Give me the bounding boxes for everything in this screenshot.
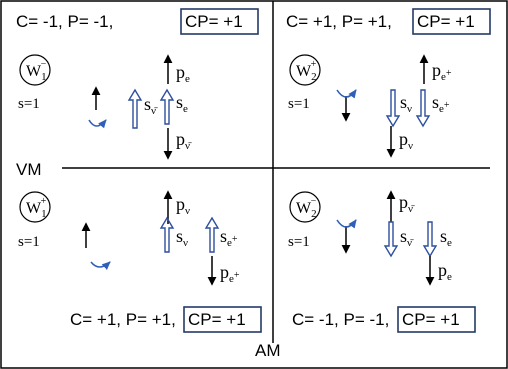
cp-value-box xyxy=(180,8,259,35)
spin-arrow-right xyxy=(204,216,220,253)
spin-label: s=1 xyxy=(18,96,40,112)
cp-value-box xyxy=(183,306,262,333)
fermion-momentum-up-label: pe+ xyxy=(432,60,452,83)
cp-value: CP= +1 xyxy=(417,12,475,31)
spin-left-label: sν xyxy=(176,226,188,249)
boson-circle xyxy=(289,54,321,86)
quadrant-bottom-right: W2− s=1 pν̄ sν̄ se pe C= -1, P= -1, CP= … xyxy=(288,190,476,333)
fermion-momentum-down-label: pν̄ xyxy=(176,129,192,152)
spin-arrow-left xyxy=(127,88,143,129)
am-axis-label: AM xyxy=(255,341,281,360)
fermion-momentum-down-label: pe+ xyxy=(220,262,240,285)
rotation-arrow-icon xyxy=(88,119,107,129)
cp-value-box xyxy=(412,8,491,35)
boson-symbol: W2− xyxy=(296,196,317,220)
quadrant-header-conjugation: C= +1, P= +1, xyxy=(286,12,397,31)
rotation-arrow-icon xyxy=(90,261,111,271)
vm-axis-label: VM xyxy=(16,160,42,179)
spin-arrow-right xyxy=(422,221,438,258)
spin-arrow-right xyxy=(159,88,175,125)
spin-arrow-left xyxy=(385,89,401,128)
spin-right-label: se+ xyxy=(220,226,238,249)
boson-symbol: W2+ xyxy=(296,59,317,83)
fermion-momentum-up-label: pν xyxy=(176,194,190,217)
spin-right-label: se xyxy=(176,92,188,115)
spin-label: s=1 xyxy=(288,234,310,250)
fermion-momentum-down-label: pe xyxy=(438,260,452,283)
spin-arrow-left xyxy=(159,216,175,253)
cp-value: CP= +1 xyxy=(188,310,246,329)
boson-circle xyxy=(289,191,321,223)
rotation-arrow-icon xyxy=(336,89,357,99)
spin-label: s=1 xyxy=(288,96,310,112)
quadrant-bottom-left: W1+ s=1 pν sν se+ pe+ C= +1, P= +1, CP= … xyxy=(18,190,262,333)
cp-value: CP= +1 xyxy=(402,310,460,329)
rotation-arrow-icon xyxy=(336,219,357,229)
spin-arrow-left xyxy=(383,221,399,258)
spin-left-label: sν̄ xyxy=(144,94,158,117)
spin-label: s=1 xyxy=(18,234,40,250)
boson-circle xyxy=(19,191,51,223)
fermion-momentum-up-label: pν̄ xyxy=(399,192,415,215)
boson-circle xyxy=(19,54,51,86)
fermion-momentum-down-label: pν xyxy=(399,129,413,152)
quadrant-header-conjugation: C= -1, P= -1, xyxy=(292,310,394,329)
spin-left-label: sν xyxy=(400,92,412,115)
boson-symbol: W1+ xyxy=(26,196,47,220)
spin-left-label: sν̄ xyxy=(400,226,414,249)
cp-value-box xyxy=(397,306,476,333)
spin-arrow-right xyxy=(415,89,431,128)
spin-right-label: se+ xyxy=(432,92,450,115)
quadrant-top-right: C= +1, P= +1, CP= +1 W2+ s=1 pe+ sν se+ … xyxy=(286,8,491,158)
boson-symbol: W1− xyxy=(26,59,47,83)
fermion-momentum-up-label: pe xyxy=(176,62,190,85)
quadrant-top-left: C= -1, P= -1, CP= +1 W1− s=1 pe sν̄ se p… xyxy=(16,8,259,160)
quadrant-header-conjugation: C= -1, P= -1, xyxy=(16,12,118,31)
cp-value: CP= +1 xyxy=(185,12,243,31)
spin-right-label: se xyxy=(440,226,452,249)
quadrant-header-conjugation: C= +1, P= +1, xyxy=(70,310,181,329)
